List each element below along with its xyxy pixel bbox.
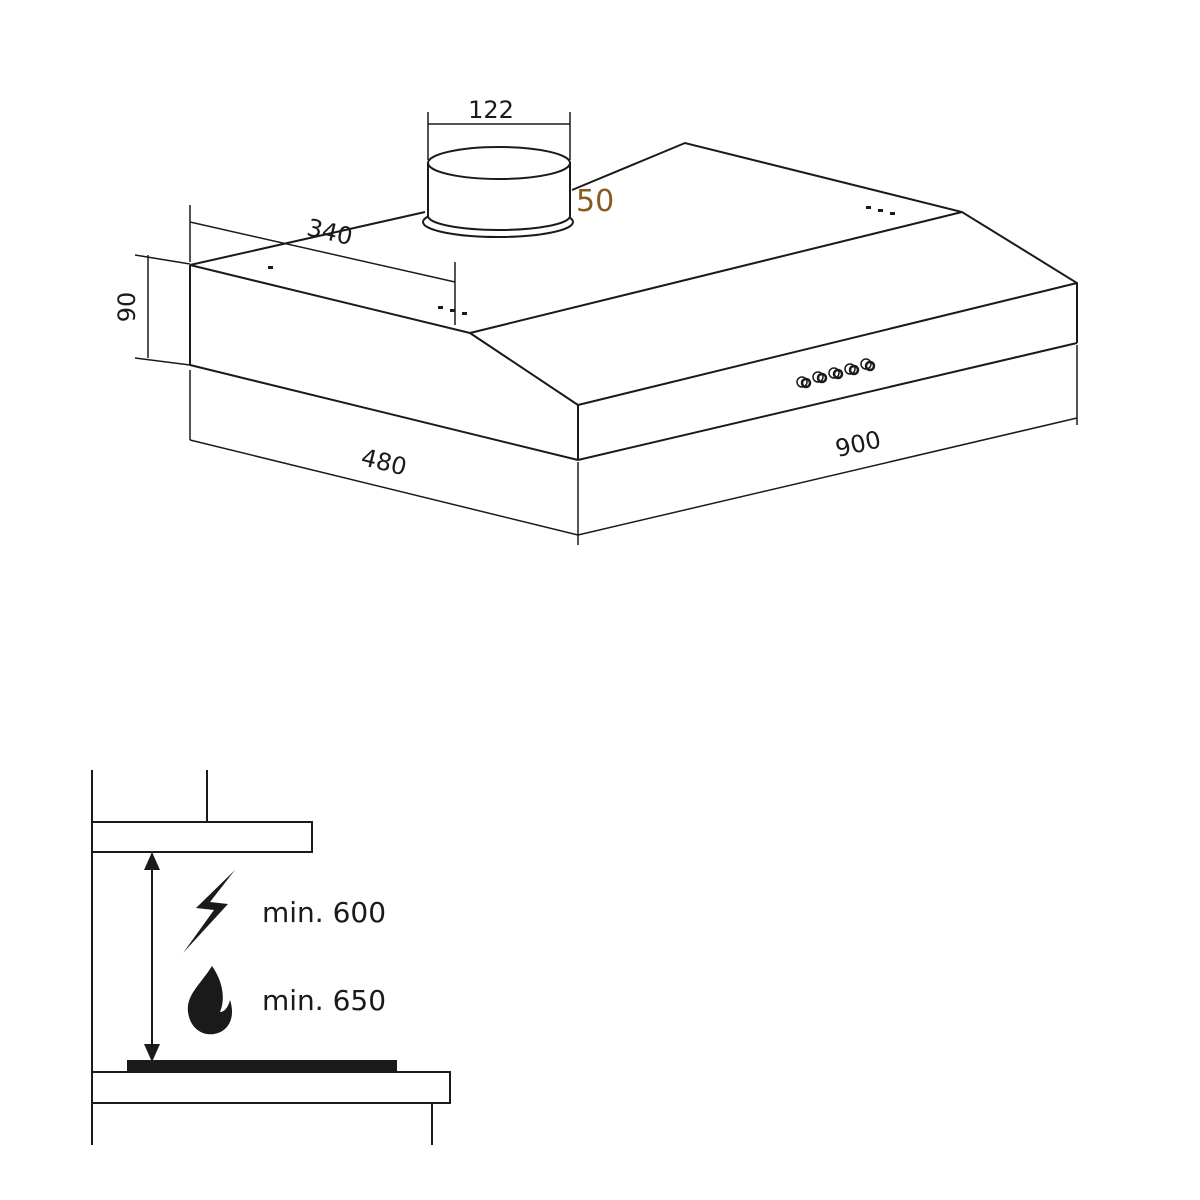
dim-height: 90 <box>113 292 141 323</box>
mounting-holes <box>268 206 895 315</box>
dim-duct-width: 122 <box>468 96 514 124</box>
dimension-122: 122 <box>427 96 571 160</box>
hood-body <box>189 141 1078 461</box>
hob <box>127 1060 397 1072</box>
dim-duct-diameter: 50 <box>576 184 614 219</box>
exhaust-duct <box>422 146 574 238</box>
height-arrow <box>144 852 160 1062</box>
dimension-900: 900 <box>577 345 1078 536</box>
control-knobs[interactable] <box>796 358 876 389</box>
dimension-480: 480 <box>189 370 579 545</box>
electric-min-distance: min. 600 <box>262 896 386 929</box>
dim-width: 900 <box>833 425 884 463</box>
dim-depth-top: 340 <box>304 213 355 251</box>
installation-diagram: min. 600 min. 650 <box>91 770 451 1145</box>
dimension-90: 90 <box>113 254 191 366</box>
flame-icon <box>187 966 233 1035</box>
dim-depth: 480 <box>358 443 409 481</box>
lightning-icon <box>183 870 235 953</box>
countertop <box>91 1071 451 1104</box>
dimension-340: 340 <box>189 205 456 325</box>
hood-side-view <box>91 821 313 853</box>
gas-min-distance: min. 650 <box>262 984 386 1017</box>
